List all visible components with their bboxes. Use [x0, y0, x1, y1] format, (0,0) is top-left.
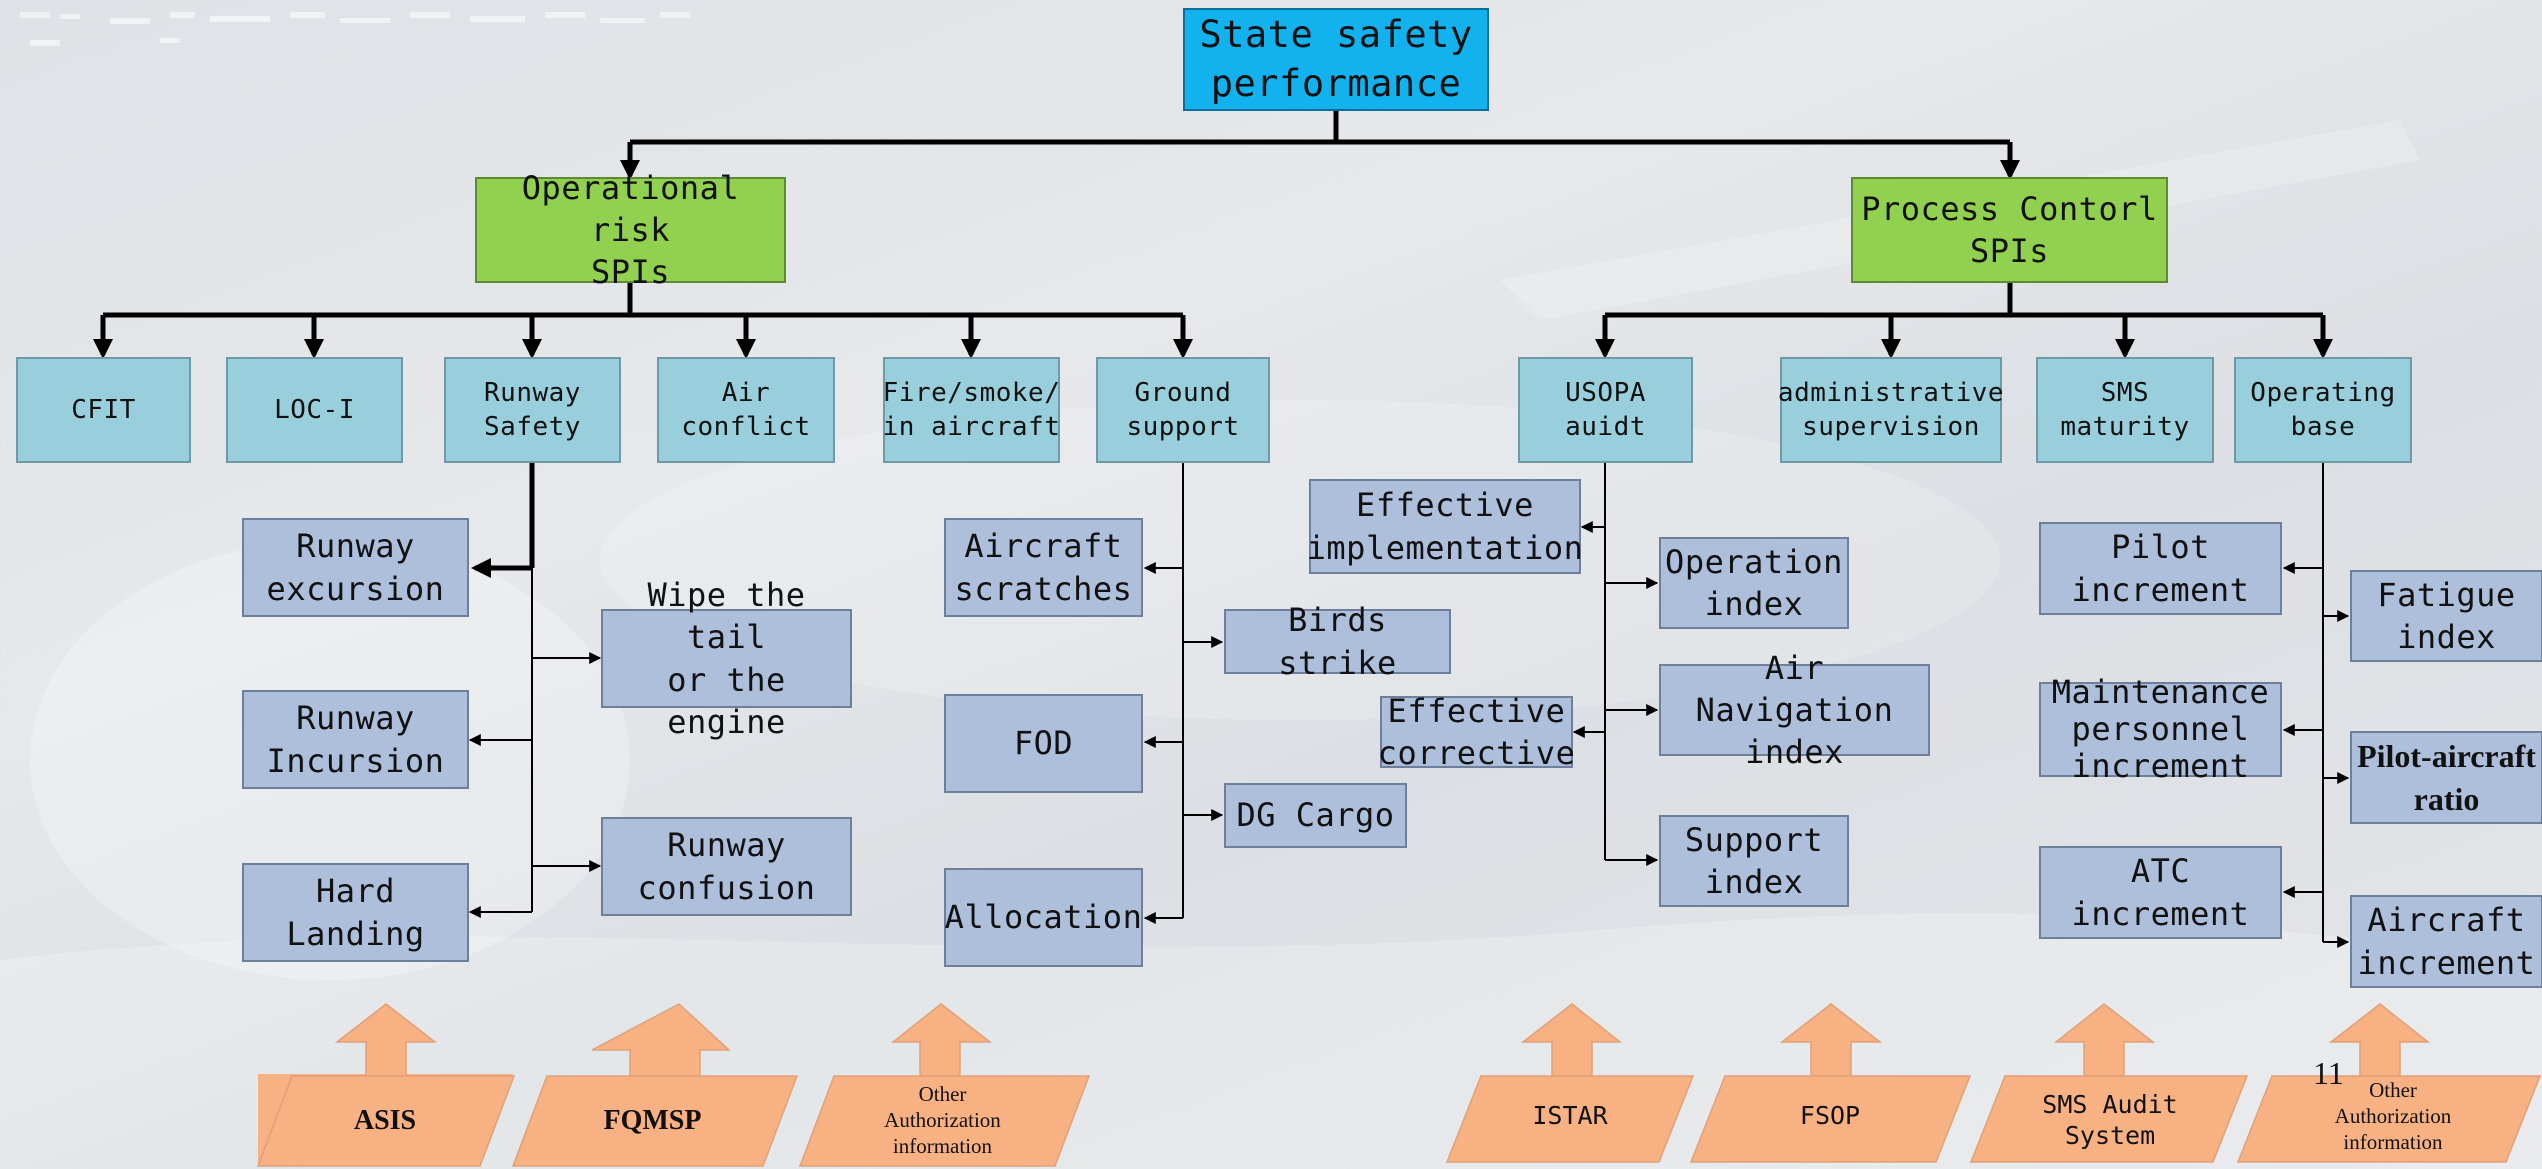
- category-sms-maturity: SMS maturity: [2036, 357, 2214, 463]
- item-support-index: Support index: [1659, 815, 1849, 907]
- item-atc-increment: ATC increment: [2039, 846, 2282, 939]
- category-runway-safety: Runway Safety: [444, 357, 621, 463]
- category-operating-base: Operating base: [2234, 357, 2412, 463]
- category-cfit: CFIT: [16, 357, 191, 463]
- item-effective-corrective: Effective corrective: [1377, 691, 1576, 772]
- source-other-authorization-2: Other Authorization information: [2334, 1077, 2452, 1155]
- item-aircraft-scratches: Aircraft scratches: [944, 518, 1143, 617]
- item-fod: FOD: [944, 694, 1143, 793]
- item-allocation: Allocation: [944, 868, 1143, 967]
- root-node: State safety performance: [1183, 8, 1489, 111]
- source-sms-audit-system: SMS Audit System: [2042, 1089, 2178, 1150]
- category-fire-smoke: Fire/smoke/ in aircraft: [883, 357, 1060, 463]
- item-pilot-aircraft-ratio: Pilot-aircraft ratio: [2350, 731, 2542, 824]
- source-asis: ASIS: [353, 1104, 417, 1136]
- item-runway-excursion: Runway excursion: [242, 518, 469, 617]
- source-istar: ISTAR: [1532, 1101, 1608, 1131]
- item-runway-incursion: Runway Incursion: [242, 690, 469, 789]
- item-runway-confusion: Runway confusion: [601, 817, 852, 916]
- category-ground-support: Ground support: [1096, 357, 1270, 463]
- category-administrative-supervision: administrative supervision: [1778, 357, 2004, 463]
- page-number: 11: [2313, 1055, 2344, 1091]
- category-usopa-audit: USOPA auidt: [1518, 357, 1693, 463]
- source-other-authorization-1: Other Authorization information: [884, 1081, 1001, 1159]
- process-control-node: Process Contorl SPIs: [1851, 177, 2168, 283]
- item-aircraft-increment: Aircraft increment: [2350, 895, 2542, 988]
- source-fqmsp: FQMSP: [603, 1104, 702, 1136]
- item-effective-implementation: Effective implementation: [1307, 479, 1583, 574]
- item-fatigue-index: Fatigue index: [2350, 570, 2542, 662]
- category-loc-i: LOC-I: [226, 357, 403, 463]
- source-fsop: FSOP: [1799, 1101, 1861, 1131]
- category-air-conflict: Air conflict: [657, 357, 835, 463]
- item-pilot-increment: Pilot increment: [2039, 522, 2282, 615]
- item-hard-landing: Hard Landing: [242, 863, 469, 962]
- item-dg-cargo: DG Cargo: [1224, 783, 1407, 848]
- item-operation-index: Operation index: [1659, 537, 1849, 629]
